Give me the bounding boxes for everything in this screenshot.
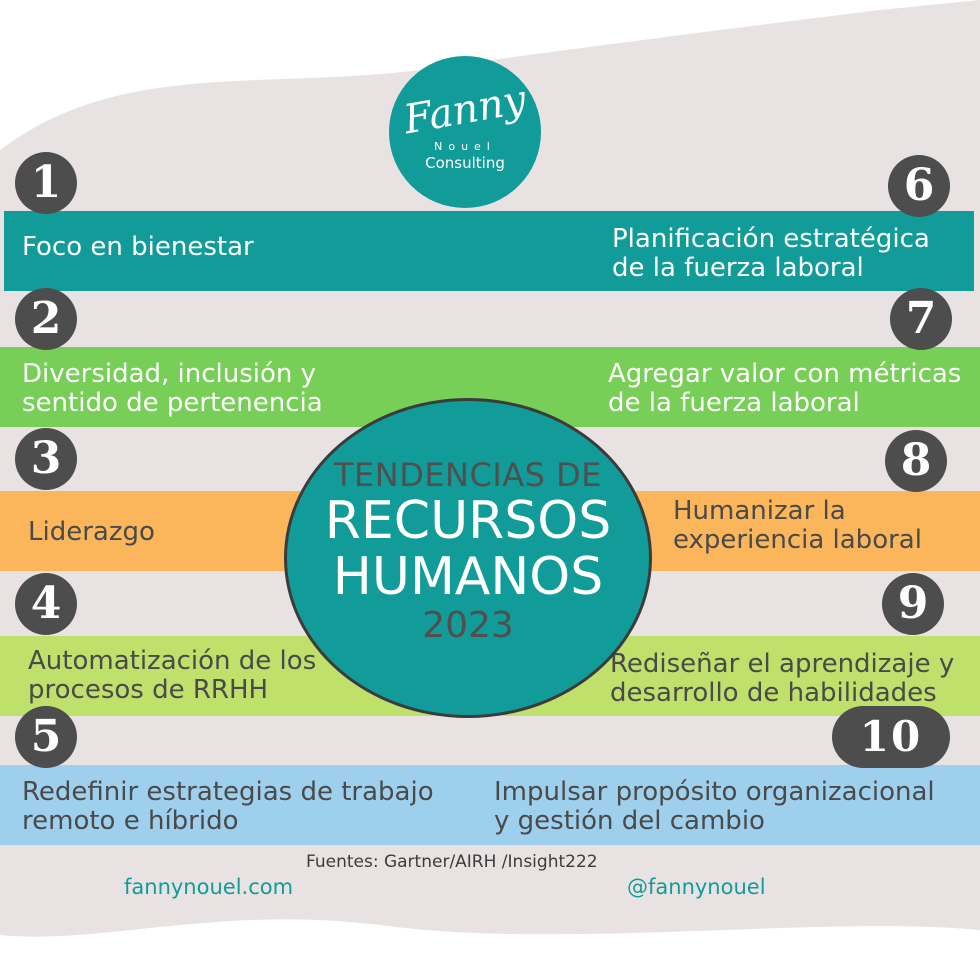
number-3-badge: 3 bbox=[15, 428, 77, 490]
number-2-badge: 2 bbox=[15, 288, 77, 350]
title-line-3: HUMANOS bbox=[332, 547, 604, 607]
number-6-badge: 6 bbox=[888, 155, 950, 217]
number-8-badge: 8 bbox=[885, 430, 947, 492]
number-4-badge: 4 bbox=[15, 573, 77, 635]
band-blue bbox=[0, 765, 980, 845]
trend-9-text: Rediseñar el aprendizaje y desarrollo de… bbox=[610, 649, 955, 708]
number-5-badge: 5 bbox=[15, 706, 77, 768]
number-1-badge: 1 bbox=[15, 152, 77, 214]
trend-3-text: Liderazgo bbox=[28, 517, 155, 547]
logo-consulting-text: Consulting bbox=[425, 154, 505, 172]
trend-7-text: Agregar valor con métricas de la fuerza … bbox=[608, 359, 962, 418]
brand-logo: Fanny Nouel Consulting bbox=[389, 56, 541, 208]
number-7-badge: 7 bbox=[890, 288, 952, 350]
center-title-circle: TENDENCIAS DE RECURSOS HUMANOS 2023 bbox=[284, 398, 652, 718]
title-line-1: TENDENCIAS DE bbox=[333, 456, 602, 494]
sources-text: Fuentes: Gartner/AIRH /Insight222 bbox=[306, 852, 598, 872]
trend-10-text: Impulsar propósito organizacional y gest… bbox=[494, 777, 935, 836]
logo-script-text: Fanny bbox=[400, 76, 530, 144]
trend-1-text: Foco en bienestar bbox=[22, 232, 254, 262]
social-handle[interactable]: @fannynouel bbox=[627, 875, 766, 899]
number-9-badge: 9 bbox=[882, 573, 944, 635]
trend-4-text: Automatización de los procesos de RRHH bbox=[28, 646, 317, 705]
band-teal bbox=[4, 211, 974, 291]
title-year: 2023 bbox=[422, 605, 514, 646]
trend-6-text: Planificación estratégica de la fuerza l… bbox=[612, 224, 930, 283]
logo-sub-text: Nouel bbox=[434, 140, 496, 153]
website-link[interactable]: fannynouel.com bbox=[124, 875, 294, 899]
number-10-badge: 10 bbox=[832, 706, 950, 768]
trend-5-text: Redefinir estrategias de trabajo remoto … bbox=[22, 777, 434, 836]
title-line-2: RECURSOS bbox=[324, 491, 612, 551]
trend-2-text: Diversidad, inclusión y sentido de perte… bbox=[22, 359, 323, 418]
trend-8-text: Humanizar la experiencia laboral bbox=[673, 496, 922, 555]
